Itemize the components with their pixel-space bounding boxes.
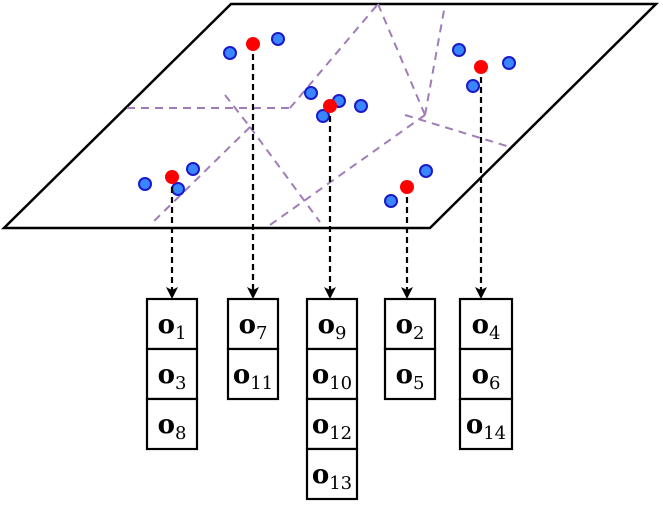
- list-cell: [145, 397, 199, 451]
- data-point: [384, 194, 398, 208]
- list-item-label: o8: [158, 410, 187, 444]
- vector-index: 4: [489, 323, 500, 344]
- data-point: [419, 164, 433, 178]
- centroid: [400, 180, 414, 194]
- partition-line: [377, 3, 426, 116]
- vector-index: 3: [175, 373, 186, 394]
- partition-line: [149, 126, 251, 226]
- list-item-label: o13: [312, 460, 352, 494]
- vector-index: 9: [335, 323, 346, 344]
- list-cell: [458, 297, 514, 351]
- vector-symbol: o: [396, 360, 413, 390]
- vector-symbol: o: [158, 410, 175, 440]
- vector-index: 11: [250, 373, 273, 394]
- list-cell: [383, 297, 437, 351]
- list-item-label: o3: [158, 360, 187, 394]
- list-item-label: o4: [472, 310, 501, 344]
- partition-line: [289, 3, 379, 109]
- data-point: [138, 177, 152, 191]
- data-point: [452, 43, 466, 57]
- data-point: [354, 99, 368, 113]
- vector-symbol: o: [239, 310, 256, 340]
- vector-index: 1: [175, 323, 186, 344]
- vector-symbol: o: [472, 310, 489, 340]
- list-item-label: o1: [158, 310, 187, 344]
- partition-line: [224, 94, 251, 128]
- list-item-label: o7: [239, 310, 268, 344]
- list-item-label: o12: [312, 410, 352, 444]
- partition-line: [404, 114, 511, 148]
- list-item-label: o14: [466, 410, 506, 444]
- vector-index: 14: [483, 423, 506, 444]
- list-cell: [226, 347, 280, 401]
- list-cell: [458, 397, 514, 451]
- vector-symbol: o: [318, 310, 335, 340]
- vector-symbol: o: [466, 410, 483, 440]
- partition-line: [249, 126, 321, 223]
- vector-space-plane: [0, 2, 660, 230]
- list-cell: [305, 447, 359, 501]
- vector-index: 10: [329, 373, 352, 394]
- list-item-label: o10: [312, 360, 352, 394]
- vector-index: 6: [489, 373, 500, 394]
- assignment-arrows: [166, 44, 487, 299]
- list-cell: [226, 297, 280, 351]
- vector-symbol: o: [158, 310, 175, 340]
- vector-index: 5: [413, 373, 424, 394]
- list-item-label: o2: [396, 310, 425, 344]
- partition-line: [424, 4, 446, 116]
- vector-symbol: o: [233, 360, 250, 390]
- vector-symbol: o: [158, 360, 175, 390]
- centroid: [323, 99, 337, 113]
- vector-index: 8: [175, 423, 186, 444]
- list-item-label: o9: [318, 310, 347, 344]
- partition-line: [269, 114, 426, 226]
- list-cell: [383, 347, 437, 401]
- vector-index: 13: [329, 473, 352, 494]
- vector-symbol: o: [472, 360, 489, 390]
- data-point: [271, 32, 285, 46]
- vector-symbol: o: [312, 460, 329, 490]
- list-item-label: o5: [396, 360, 425, 394]
- data-point: [223, 46, 237, 60]
- data-point: [466, 79, 480, 93]
- vector-index: 2: [413, 323, 424, 344]
- list-item-label: o11: [233, 360, 273, 394]
- data-points: [138, 32, 516, 208]
- data-point: [502, 56, 516, 70]
- data-point: [186, 162, 200, 176]
- data-point: [171, 182, 185, 196]
- partition-lines: [127, 3, 511, 226]
- centroids: [165, 37, 488, 194]
- vector-symbol: o: [312, 410, 329, 440]
- vector-symbol: o: [396, 310, 413, 340]
- list-item-label: o6: [472, 360, 501, 394]
- centroid: [165, 170, 179, 184]
- vector-symbol: o: [312, 360, 329, 390]
- vector-index: 12: [329, 423, 352, 444]
- centroid: [474, 60, 488, 74]
- data-point: [304, 86, 318, 100]
- centroid: [246, 37, 260, 51]
- vector-index: 7: [256, 323, 267, 344]
